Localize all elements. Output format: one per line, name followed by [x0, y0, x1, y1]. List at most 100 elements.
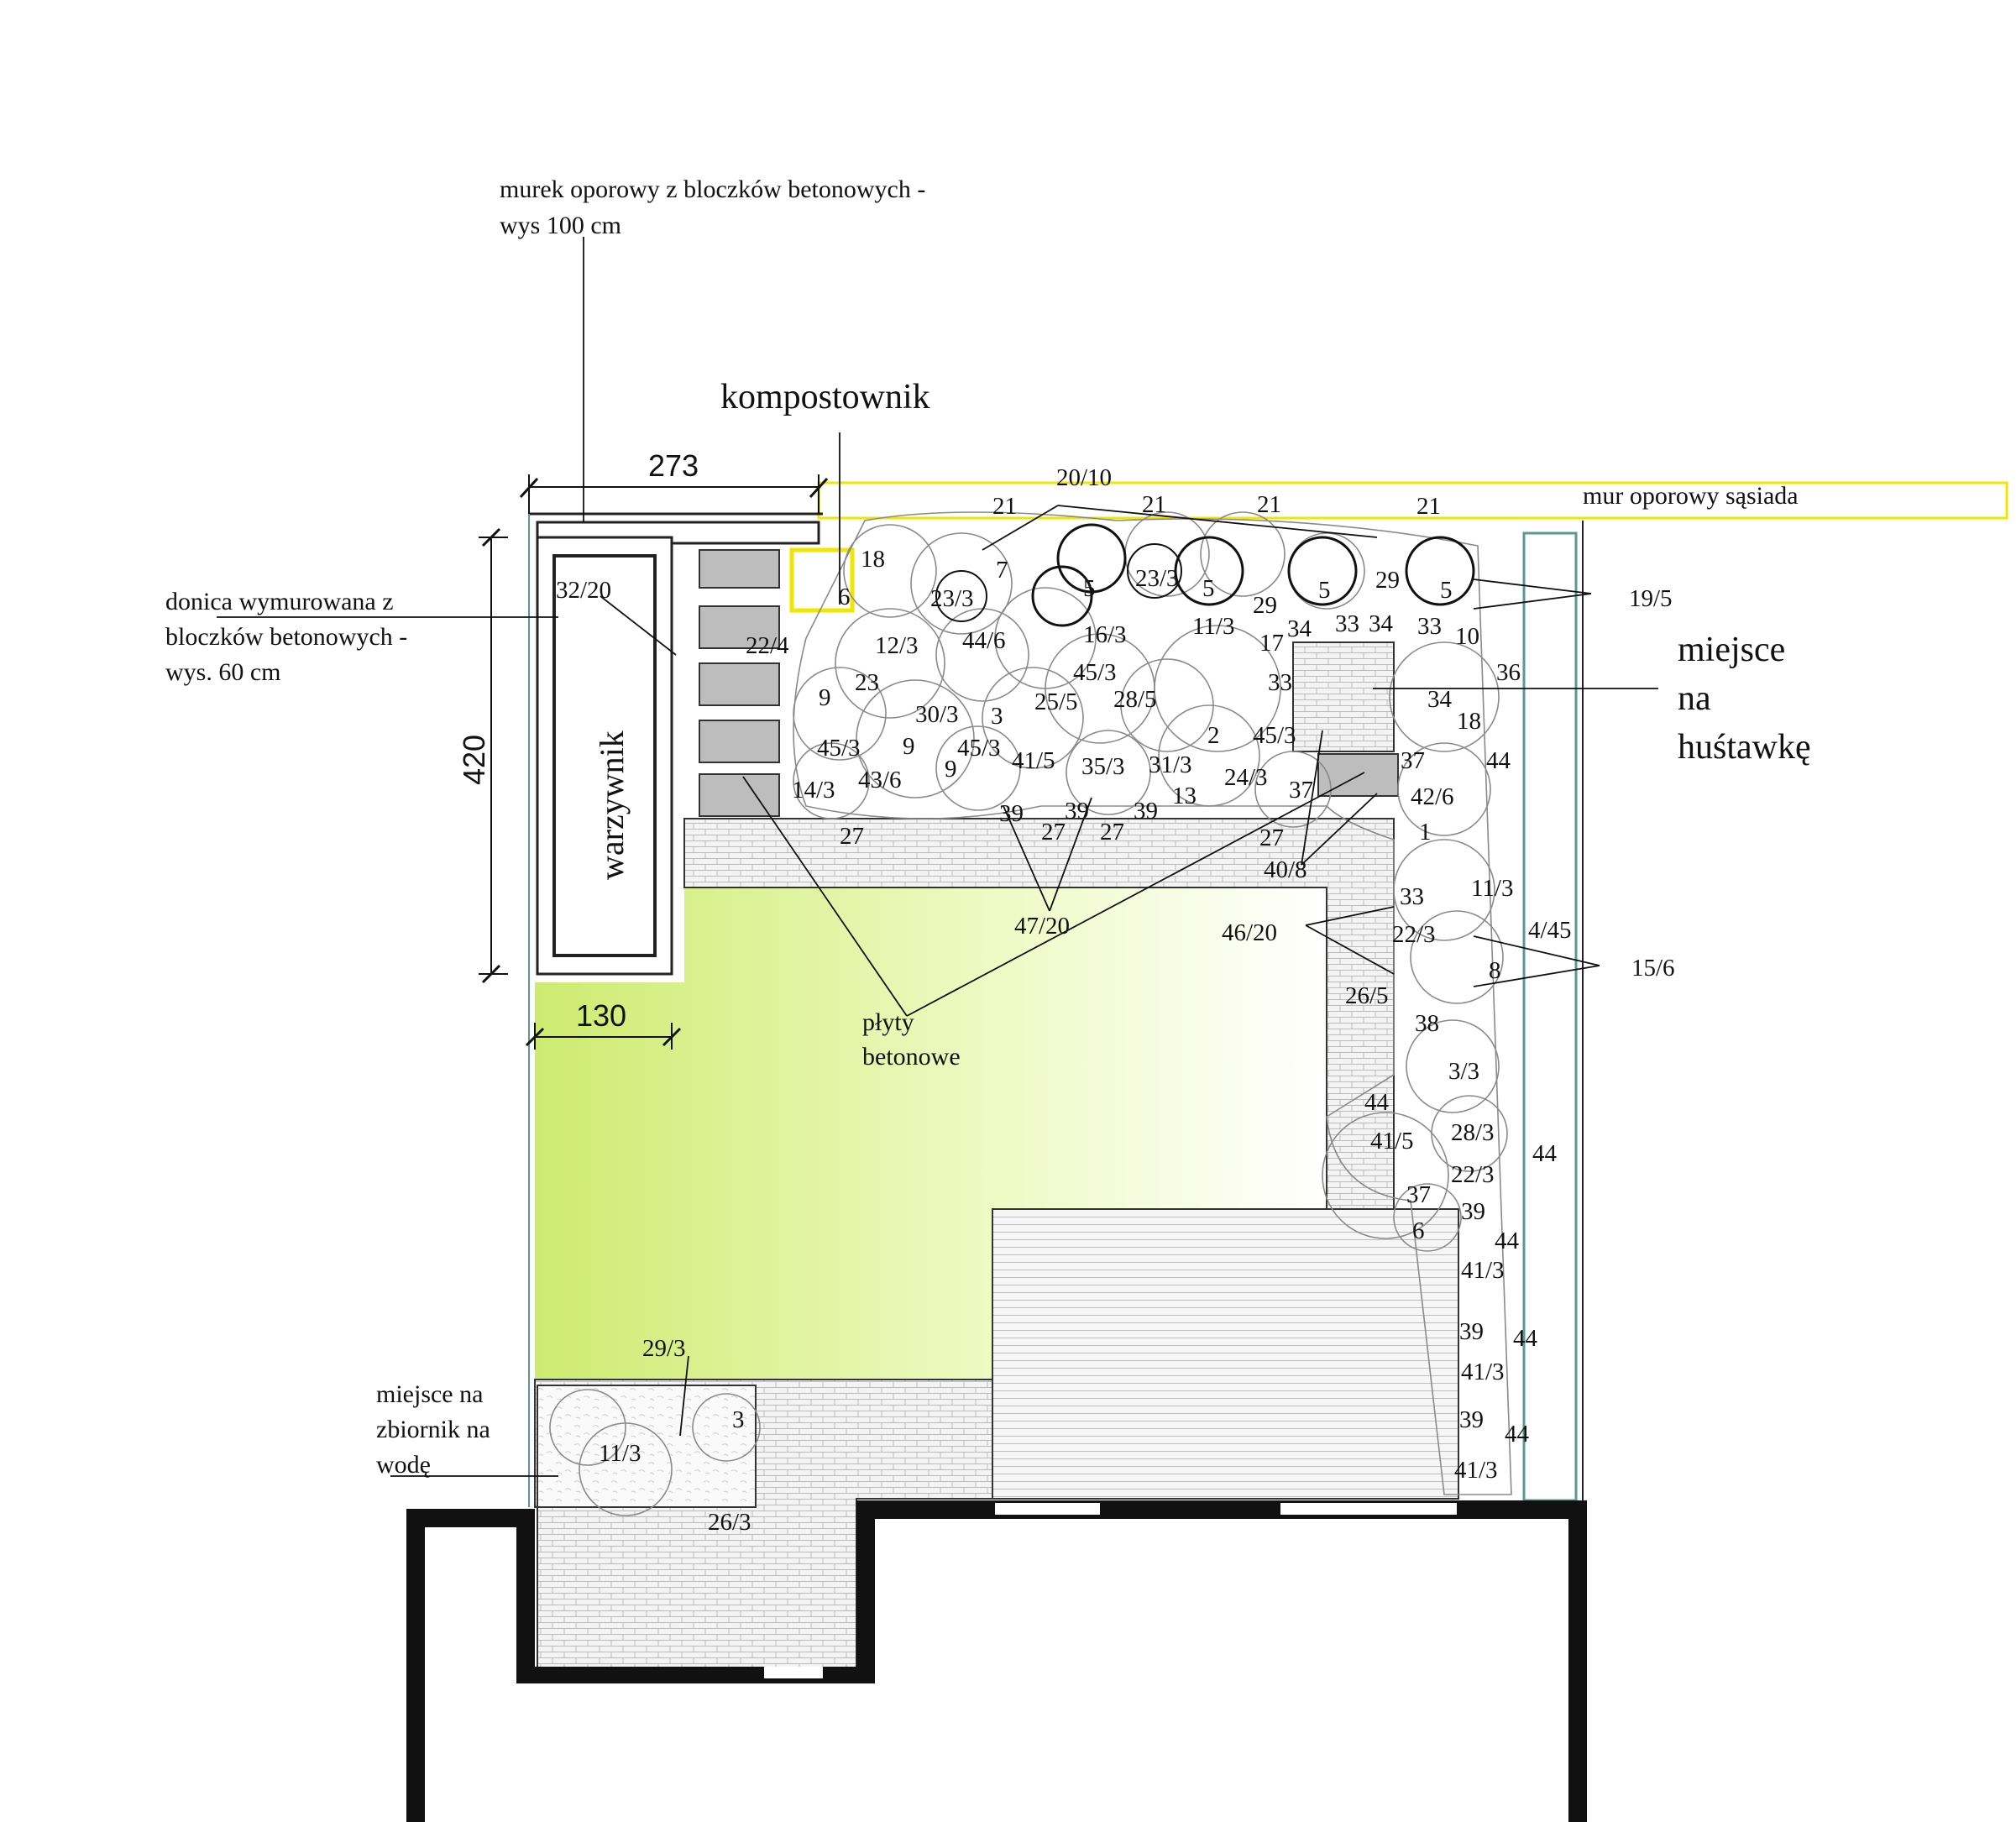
plant-label: 37 [1289, 777, 1313, 804]
plant-label: 22/3 [1451, 1161, 1495, 1188]
plant-label: 6 [1412, 1217, 1425, 1244]
plant-label: 31/3 [1149, 751, 1192, 778]
plant-label: 44 [1495, 1228, 1520, 1254]
dimension-273: 273 [648, 448, 699, 483]
plant-label: 3/3 [1448, 1058, 1479, 1085]
plant-label: 27 [1259, 825, 1284, 851]
dimension-420: 420 [457, 735, 491, 785]
plant-label: 37 [1401, 747, 1425, 774]
plant-label: 12/3 [875, 632, 919, 659]
plant-label: 11/3 [1192, 613, 1234, 640]
plant-label: 18 [1457, 708, 1481, 735]
plant-label: 33 [1400, 883, 1424, 910]
plant-label: 38 [1415, 1010, 1439, 1037]
plant-label: 46/20 [1222, 919, 1277, 946]
plant-label: 34 [1287, 615, 1312, 642]
neighbour-wall-label: mur oporowy sąsiada [1583, 482, 1799, 510]
plant-label: 44/6 [962, 627, 1006, 654]
plant-label: 45/3 [817, 735, 861, 762]
plant-label: 5 [1318, 577, 1331, 604]
plant-label: 44 [1532, 1140, 1558, 1167]
plant-label: 39 [1459, 1406, 1484, 1433]
planter-label-2: bloczków betonowych - [165, 623, 407, 651]
dimension-lines [479, 474, 829, 1050]
plant-label: 20/10 [1056, 464, 1112, 491]
plant-label: 5 [1083, 575, 1096, 602]
plant-label: 11/3 [599, 1440, 641, 1467]
plant-label: 7 [996, 557, 1008, 584]
compost-label: kompostownik [720, 378, 930, 416]
plant-label: 44 [1505, 1421, 1530, 1448]
plant-label: 39 [1065, 798, 1089, 825]
plant-label: 13 [1172, 783, 1197, 809]
dimension-130: 130 [576, 998, 626, 1033]
plant-label: 26/5 [1345, 982, 1389, 1009]
plant-label: 9 [903, 733, 915, 760]
plant-label: 41/3 [1461, 1257, 1505, 1284]
house-walls [406, 1500, 1587, 1822]
plant-label: 45/3 [957, 735, 1001, 762]
plant-label: 34 [1427, 686, 1453, 713]
plant-label: 21 [1257, 491, 1281, 518]
plant-label: 5 [1202, 575, 1215, 602]
plant-label: 39 [1134, 798, 1158, 825]
lawn [535, 887, 1327, 1380]
planting-bed [793, 511, 1512, 1495]
plant-label: 21 [1416, 493, 1441, 520]
plant-label: 5 [1440, 577, 1453, 604]
plant-label: 8 [1489, 957, 1501, 984]
plant-label: 43/6 [858, 767, 902, 793]
plant-label: 21 [992, 493, 1017, 520]
plant-label: 41/3 [1454, 1457, 1498, 1484]
plant-label: 28/5 [1113, 686, 1157, 713]
plant-label: 36 [1496, 659, 1521, 686]
plant-label: 41/3 [1461, 1359, 1505, 1385]
plant-label: 33 [1268, 669, 1292, 696]
plant-label: 41/5 [1012, 747, 1055, 774]
plant-label: 23/3 [1135, 565, 1179, 592]
vegetable-bed-label: warzywnik [593, 730, 631, 880]
plant-label: 4/45 [1528, 917, 1572, 944]
swing-label-3: huśtawkę [1678, 728, 1811, 767]
plant-label: 44 [1486, 747, 1511, 774]
right-fence [1522, 521, 1584, 1503]
concrete-label-1: płyty [862, 1008, 914, 1036]
plant-label: 28/3 [1451, 1119, 1495, 1146]
plant-label: 34 [1369, 610, 1394, 637]
plant-label: 3 [732, 1406, 745, 1433]
water-tank-label-1: miejsce na [376, 1380, 483, 1408]
plant-label: 22/4 [746, 632, 789, 659]
plant-label: 19/5 [1629, 585, 1673, 612]
plant-label: 2 [1207, 722, 1220, 749]
plant-label: 26/3 [708, 1509, 751, 1536]
plant-label: 25/5 [1034, 688, 1078, 715]
plant-label: 35/3 [1081, 753, 1125, 780]
plant-label: 29/3 [642, 1335, 686, 1362]
plant-label: 23/3 [930, 585, 974, 612]
plant-label: 45/3 [1073, 659, 1117, 686]
plant-label: 14/3 [792, 777, 835, 804]
plant-label: 40/8 [1264, 856, 1307, 883]
plant-label: 39 [1459, 1318, 1484, 1345]
concrete-label-2: betonowe [862, 1043, 961, 1071]
water-tank-label-2: zbiornik na [376, 1416, 490, 1443]
plant-label: 33 [1335, 610, 1359, 637]
plant-label: 32/20 [556, 577, 611, 604]
annotations: murek oporowy z bloczków betonowych - wy… [165, 175, 1811, 1479]
plant-label: 42/6 [1411, 783, 1454, 810]
plant-label: 29 [1375, 567, 1400, 594]
plant-label: 17 [1259, 630, 1284, 657]
plant-label: 27 [1041, 819, 1066, 846]
swing-label-2: na [1678, 679, 1711, 718]
plant-label: 1 [1419, 819, 1432, 846]
planter-label-1: donica wymurowana z [165, 588, 394, 615]
plant-label: 29 [1253, 592, 1277, 619]
leader-lines [217, 237, 1658, 1477]
plant-label: 39 [999, 800, 1024, 827]
plant-label: 41/5 [1370, 1128, 1414, 1154]
plant-label: 39 [1461, 1198, 1485, 1225]
plant-label: 3 [991, 703, 1003, 730]
plant-label: 44 [1364, 1089, 1390, 1116]
plant-label: 10 [1455, 623, 1479, 650]
